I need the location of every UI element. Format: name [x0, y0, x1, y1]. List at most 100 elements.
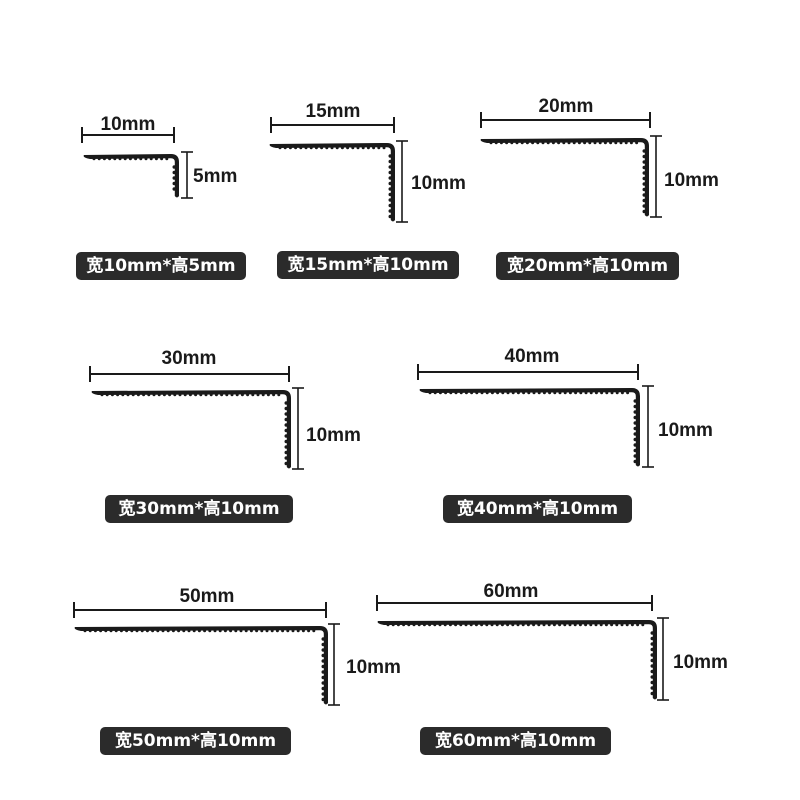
serration-tooth	[386, 623, 390, 627]
serration-tooth	[475, 391, 479, 395]
serration-tooth	[567, 141, 571, 145]
serration-tooth	[444, 391, 448, 395]
serration-tooth	[402, 623, 406, 627]
serration-tooth	[594, 391, 598, 395]
serration-tooth	[527, 391, 531, 395]
serration-tooth	[356, 146, 360, 150]
serration-tooth	[551, 141, 555, 145]
serration-tooth	[593, 141, 597, 145]
serration-tooth	[172, 170, 177, 175]
serration-tooth	[171, 629, 175, 633]
angle-profile-shape	[419, 388, 640, 467]
serration-tooth	[218, 629, 222, 633]
serration-tooth	[83, 629, 87, 633]
serration-tooth	[515, 141, 519, 145]
serration-tooth	[139, 157, 143, 161]
serration-tooth	[172, 181, 177, 186]
serration-tooth	[134, 157, 138, 161]
serration-tooth	[119, 629, 123, 633]
serration-tooth	[277, 393, 281, 397]
serration-tooth	[568, 623, 572, 627]
serration-tooth	[284, 423, 289, 427]
serration-tooth	[521, 623, 525, 627]
serration-tooth	[633, 404, 638, 409]
serration-tooth	[197, 629, 201, 633]
serration-tooth	[615, 391, 619, 395]
serration-tooth	[635, 141, 639, 145]
serration-tooth	[626, 391, 630, 395]
serration-tooth	[270, 629, 274, 633]
profile-plate	[419, 388, 640, 467]
width-dimension-line	[73, 602, 327, 618]
serration-tooth	[377, 146, 381, 150]
serration-tooth	[500, 623, 504, 627]
serration-tooth	[494, 141, 498, 145]
height-dimension-label: 10mm	[664, 170, 719, 191]
serration-tooth	[499, 141, 503, 145]
serration-tooth	[485, 391, 489, 395]
serration-tooth	[177, 629, 181, 633]
serration-tooth	[641, 623, 645, 627]
serration-tooth	[272, 393, 276, 397]
serration-tooth	[214, 393, 218, 397]
serration-tooth	[314, 146, 318, 150]
profile-50x10: 50mm 10mm	[73, 586, 401, 706]
serration-tooth	[584, 623, 588, 627]
angle-profile-shape	[83, 154, 179, 198]
serration-tooth	[183, 393, 187, 397]
serration-tooth	[531, 141, 535, 145]
serration-tooth	[256, 393, 260, 397]
height-dimension-label: 10mm	[673, 652, 728, 673]
serration-tooth	[321, 664, 326, 669]
size-caption-badge: 宽40mm*高10mm	[443, 495, 632, 523]
serration-tooth	[642, 149, 647, 153]
serration-tooth	[321, 697, 326, 702]
serration-tooth	[366, 146, 370, 150]
serration-tooth	[130, 629, 134, 633]
width-dimension-label: 50mm	[180, 586, 235, 607]
profile-plate	[377, 620, 657, 700]
serration-tooth	[304, 146, 308, 150]
serration-tooth	[388, 209, 393, 213]
height-dimension-label: 10mm	[411, 173, 466, 194]
serration-tooth	[407, 623, 411, 627]
serration-tooth	[278, 146, 282, 150]
serration-tooth	[650, 686, 655, 690]
serration-tooth	[506, 623, 510, 627]
serration-tooth	[208, 629, 212, 633]
serration-tooth	[239, 629, 243, 633]
serration-tooth	[642, 204, 647, 208]
serration-tooth	[532, 391, 536, 395]
serration-tooth	[230, 393, 234, 397]
profile-plate	[83, 154, 179, 198]
height-dimension-label: 10mm	[346, 657, 401, 678]
serration-tooth	[474, 623, 478, 627]
serration-tooth	[340, 146, 344, 150]
serration-tooth	[546, 141, 550, 145]
serration-tooth	[417, 623, 421, 627]
profile-60x10: 60mm 10mm	[376, 581, 728, 701]
serration-tooth	[142, 393, 146, 397]
serration-tooth	[144, 157, 148, 161]
serration-tooth	[294, 146, 298, 150]
serration-tooth	[388, 187, 393, 191]
serration-tooth	[330, 146, 334, 150]
serration-tooth	[114, 629, 118, 633]
serration-tooth	[188, 393, 192, 397]
height-dimension-line	[657, 617, 669, 701]
serration-tooth	[284, 417, 289, 422]
serration-tooth	[480, 391, 484, 395]
angle-profile-shape	[91, 390, 291, 469]
serration-tooth	[563, 391, 567, 395]
serration-tooth	[118, 157, 122, 161]
width-dimension-label: 40mm	[505, 346, 560, 367]
height-dimension-line	[292, 387, 304, 470]
serration-tooth	[321, 686, 326, 691]
serration-tooth	[162, 393, 166, 397]
serration-tooth	[614, 141, 618, 145]
serration-tooth	[388, 203, 393, 208]
profile-10x5: 10mm 5mm	[81, 114, 237, 199]
serration-tooth	[255, 629, 259, 633]
serration-tooth	[650, 636, 655, 641]
